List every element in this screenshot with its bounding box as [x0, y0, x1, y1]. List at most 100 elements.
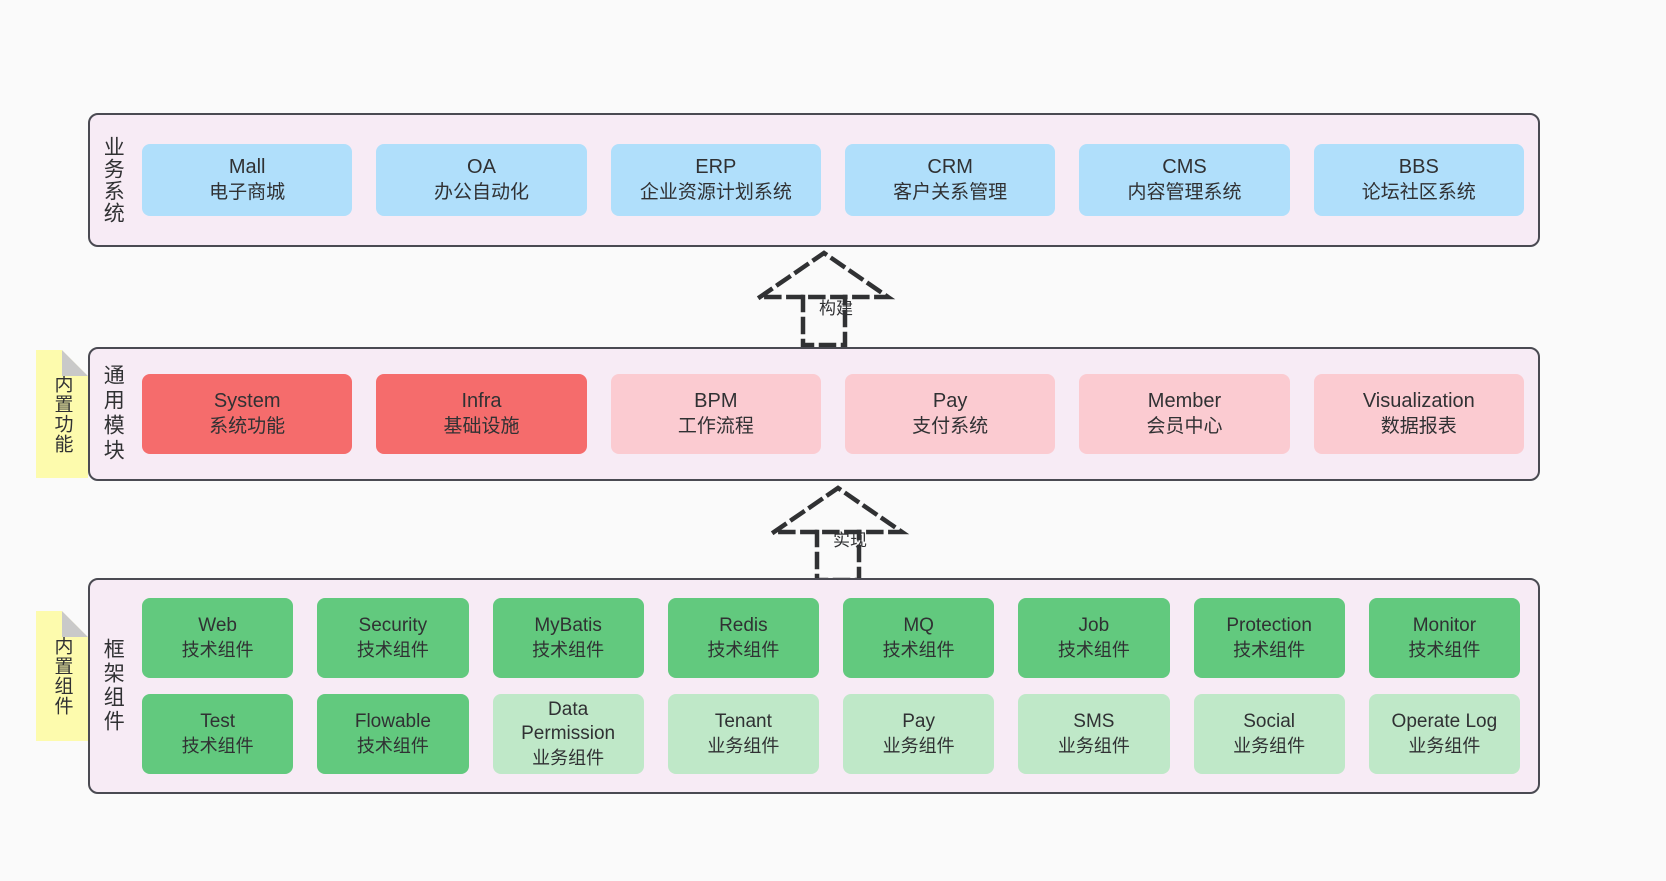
card-mybatis[interactable]: MyBatis 技术组件: [492, 598, 644, 678]
card-title-cn: 技术组件: [707, 639, 780, 660]
card-title-en: Operate Log: [1391, 711, 1498, 733]
card-job[interactable]: Job 技术组件: [1018, 598, 1170, 678]
card-title-en: OA: [467, 156, 496, 179]
note-fold-corner-icon: [62, 350, 88, 376]
layer-body-framework: Web 技术组件 Security 技术组件 MyBatis 技术组件 Redi…: [134, 580, 1538, 792]
card-title-en: Security: [358, 615, 428, 637]
card-security[interactable]: Security 技术组件: [317, 598, 469, 678]
card-title-en: Data Permission: [521, 699, 616, 745]
note-builtin-component: 内置组件: [36, 611, 88, 741]
card-row: System 系统功能 Infra 基础设施 BPM 工作流程 Pay 支付系统…: [142, 374, 1524, 454]
card-title-cn: 技术组件: [356, 639, 429, 660]
card-oa[interactable]: OA 办公自动化: [376, 144, 587, 216]
card-system[interactable]: System 系统功能: [142, 374, 353, 454]
card-test[interactable]: Test 技术组件: [142, 694, 294, 774]
card-title-en: Monitor: [1412, 615, 1477, 637]
card-title-cn: 办公自动化: [433, 181, 529, 203]
note-fold-corner-icon: [62, 611, 88, 637]
card-member[interactable]: Member 会员中心: [1079, 374, 1290, 454]
card-title-en: Flowable: [354, 711, 431, 733]
card-pay[interactable]: Pay 支付系统: [844, 374, 1056, 454]
card-title-en: Web: [198, 615, 237, 637]
card-visualization[interactable]: Visualization 数据报表: [1313, 374, 1524, 454]
card-protection[interactable]: Protection 技术组件: [1193, 598, 1345, 678]
card-infra[interactable]: Infra 基础设施: [376, 374, 587, 454]
card-title-en: SMS: [1073, 711, 1115, 733]
card-row: Test 技术组件 Flowable 技术组件 Data Permission …: [142, 694, 1520, 774]
card-title-cn: 企业资源计划系统: [639, 181, 792, 203]
card-title-cn: 支付系统: [912, 415, 989, 437]
card-web[interactable]: Web 技术组件: [142, 598, 294, 678]
card-title-cn: 内容管理系统: [1127, 181, 1242, 203]
layer-common-module[interactable]: 通用模块 System 系统功能 Infra 基础设施 BPM 工作流程 Pay…: [88, 347, 1540, 481]
card-flowable[interactable]: Flowable 技术组件: [317, 694, 469, 774]
card-title-en: Infra: [461, 390, 502, 413]
card-cms[interactable]: CMS 内容管理系统: [1079, 144, 1290, 216]
layer-framework-component[interactable]: 框架组件 Web 技术组件 Security 技术组件 MyBatis 技术组件…: [88, 578, 1540, 794]
card-pay-biz[interactable]: Pay 业务组件: [843, 694, 995, 774]
card-title-cn: 技术组件: [356, 735, 429, 756]
note-builtin-function: 内置功能: [36, 350, 88, 478]
card-tenant[interactable]: Tenant 业务组件: [667, 694, 819, 774]
card-title-cn: 业务组件: [532, 747, 605, 768]
card-title-en: Mall: [228, 156, 266, 179]
card-bpm[interactable]: BPM 工作流程: [610, 374, 821, 454]
card-title-cn: 技术组件: [1408, 639, 1481, 660]
card-title-cn: 业务组件: [1408, 735, 1481, 756]
card-title-cn: 技术组件: [1057, 639, 1130, 660]
card-social[interactable]: Social 业务组件: [1193, 694, 1345, 774]
card-title-en: Tenant: [714, 711, 772, 733]
card-title-cn: 客户关系管理: [893, 181, 1008, 203]
card-redis[interactable]: Redis 技术组件: [667, 598, 819, 678]
card-title-cn: 业务组件: [707, 735, 780, 756]
card-mq[interactable]: MQ 技术组件: [843, 598, 995, 678]
card-data-permission[interactable]: Data Permission 业务组件: [492, 694, 644, 774]
card-title-en: Protection: [1226, 615, 1312, 637]
card-title-en: BPM: [694, 390, 738, 413]
card-title-cn: 业务组件: [1233, 735, 1306, 756]
card-row: Web 技术组件 Security 技术组件 MyBatis 技术组件 Redi…: [142, 598, 1520, 678]
card-title-en: Redis: [719, 615, 768, 637]
card-title-en: Job: [1078, 615, 1110, 637]
card-title-en: Member: [1147, 390, 1222, 413]
layer-title-framework: 框架组件: [101, 638, 125, 734]
card-title-en: ERP: [695, 156, 737, 179]
card-mall[interactable]: Mall 电子商城: [142, 144, 353, 216]
card-sms[interactable]: SMS 业务组件: [1018, 694, 1170, 774]
layer-body-business: Mall 电子商城 OA 办公自动化 ERP 企业资源计划系统 CRM 客户关系…: [134, 115, 1538, 245]
card-title-en: CMS: [1162, 156, 1207, 179]
card-title-cn: 工作流程: [677, 415, 754, 437]
card-crm[interactable]: CRM 客户关系管理: [844, 144, 1056, 216]
card-title-en: CRM: [927, 156, 973, 179]
connector-label-implement: 实现: [833, 531, 867, 550]
card-title-cn: 技术组件: [181, 735, 254, 756]
layer-business-system[interactable]: 业务系统 Mall 电子商城 OA 办公自动化 ERP 企业资源计划系统 CRM…: [88, 113, 1540, 247]
card-title-en: BBS: [1398, 156, 1439, 179]
card-operate-log[interactable]: Operate Log 业务组件: [1368, 694, 1520, 774]
card-title-cn: 论坛社区系统: [1361, 181, 1476, 203]
card-title-en: MQ: [903, 615, 934, 637]
card-title-en: Visualization: [1362, 390, 1475, 413]
card-title-cn: 基础设施: [443, 415, 520, 437]
card-title-cn: 业务组件: [882, 735, 955, 756]
card-title-en: MyBatis: [534, 615, 602, 637]
card-title-cn: 技术组件: [1233, 639, 1306, 660]
card-row: Mall 电子商城 OA 办公自动化 ERP 企业资源计划系统 CRM 客户关系…: [142, 144, 1524, 216]
card-title-cn: 系统功能: [209, 415, 286, 437]
connector-label-build: 构建: [819, 299, 853, 318]
card-title-cn: 业务组件: [1057, 735, 1130, 756]
card-title-cn: 技术组件: [181, 639, 254, 660]
layer-title-common: 通用模块: [101, 364, 125, 464]
card-title-en: Pay: [932, 390, 968, 413]
layer-title-business: 业务系统: [101, 136, 125, 224]
card-title-cn: 数据报表: [1380, 415, 1457, 437]
note-text: 内置功能: [51, 374, 73, 454]
card-title-en: Social: [1243, 711, 1295, 733]
card-erp[interactable]: ERP 企业资源计划系统: [610, 144, 821, 216]
card-bbs[interactable]: BBS 论坛社区系统: [1313, 144, 1524, 216]
card-monitor[interactable]: Monitor 技术组件: [1368, 598, 1520, 678]
card-title-en: Test: [200, 711, 236, 733]
card-title-cn: 会员中心: [1146, 415, 1223, 437]
layer-body-common: System 系统功能 Infra 基础设施 BPM 工作流程 Pay 支付系统…: [134, 349, 1538, 479]
